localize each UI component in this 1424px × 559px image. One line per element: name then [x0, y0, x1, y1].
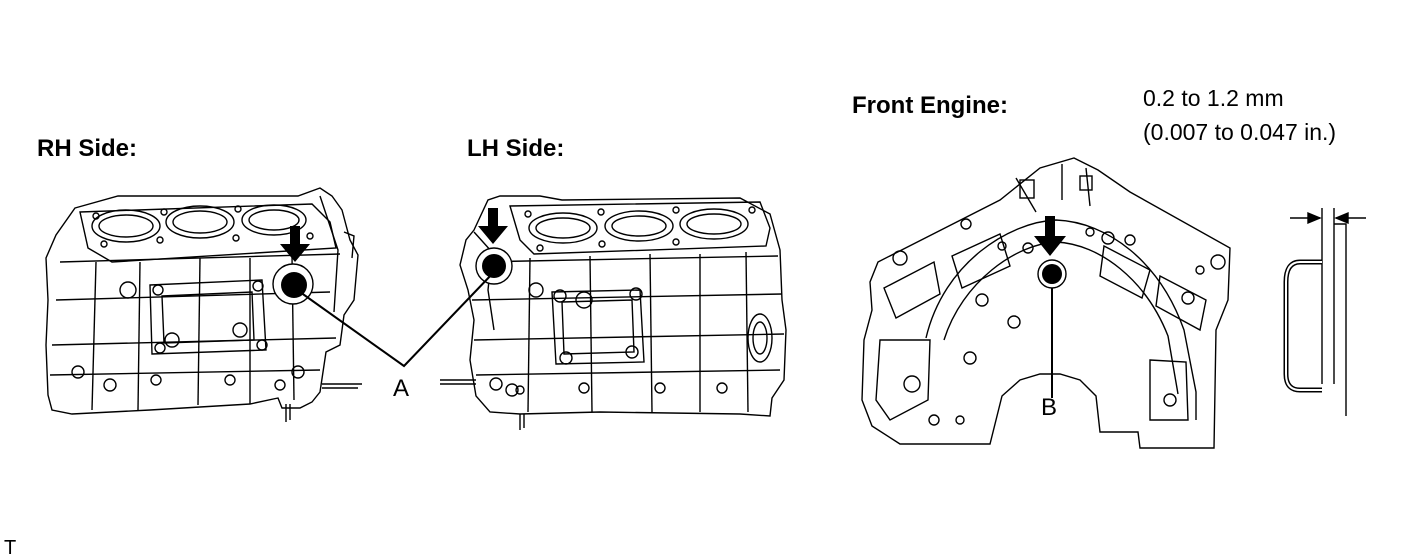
rh-side-engine-block [45, 187, 362, 422]
rh-arrow-icon [280, 226, 310, 262]
gap-spec-inches: (0.007 to 0.047 in.) [1143, 119, 1337, 145]
front-arrow-icon [1034, 216, 1066, 256]
sealant-gap-detail [1283, 208, 1366, 416]
lh-side-engine-block [440, 195, 787, 430]
rh-side-heading: RH Side: [37, 135, 138, 162]
front-plug-b-marker [1034, 216, 1067, 398]
callout-b: B [1041, 394, 1058, 421]
callout-a: A [393, 375, 410, 402]
callout-a-leader-lines [299, 271, 495, 368]
lh-arrow-icon [478, 208, 508, 244]
lh-plug-a-marker [475, 208, 513, 285]
lh-side-heading: LH Side: [467, 135, 565, 162]
gap-spec-mm: 0.2 to 1.2 mm [1143, 85, 1284, 111]
front-engine-heading: Front Engine: [852, 92, 1008, 119]
front-engine-cover [861, 157, 1231, 449]
figure-code: T [4, 537, 17, 559]
